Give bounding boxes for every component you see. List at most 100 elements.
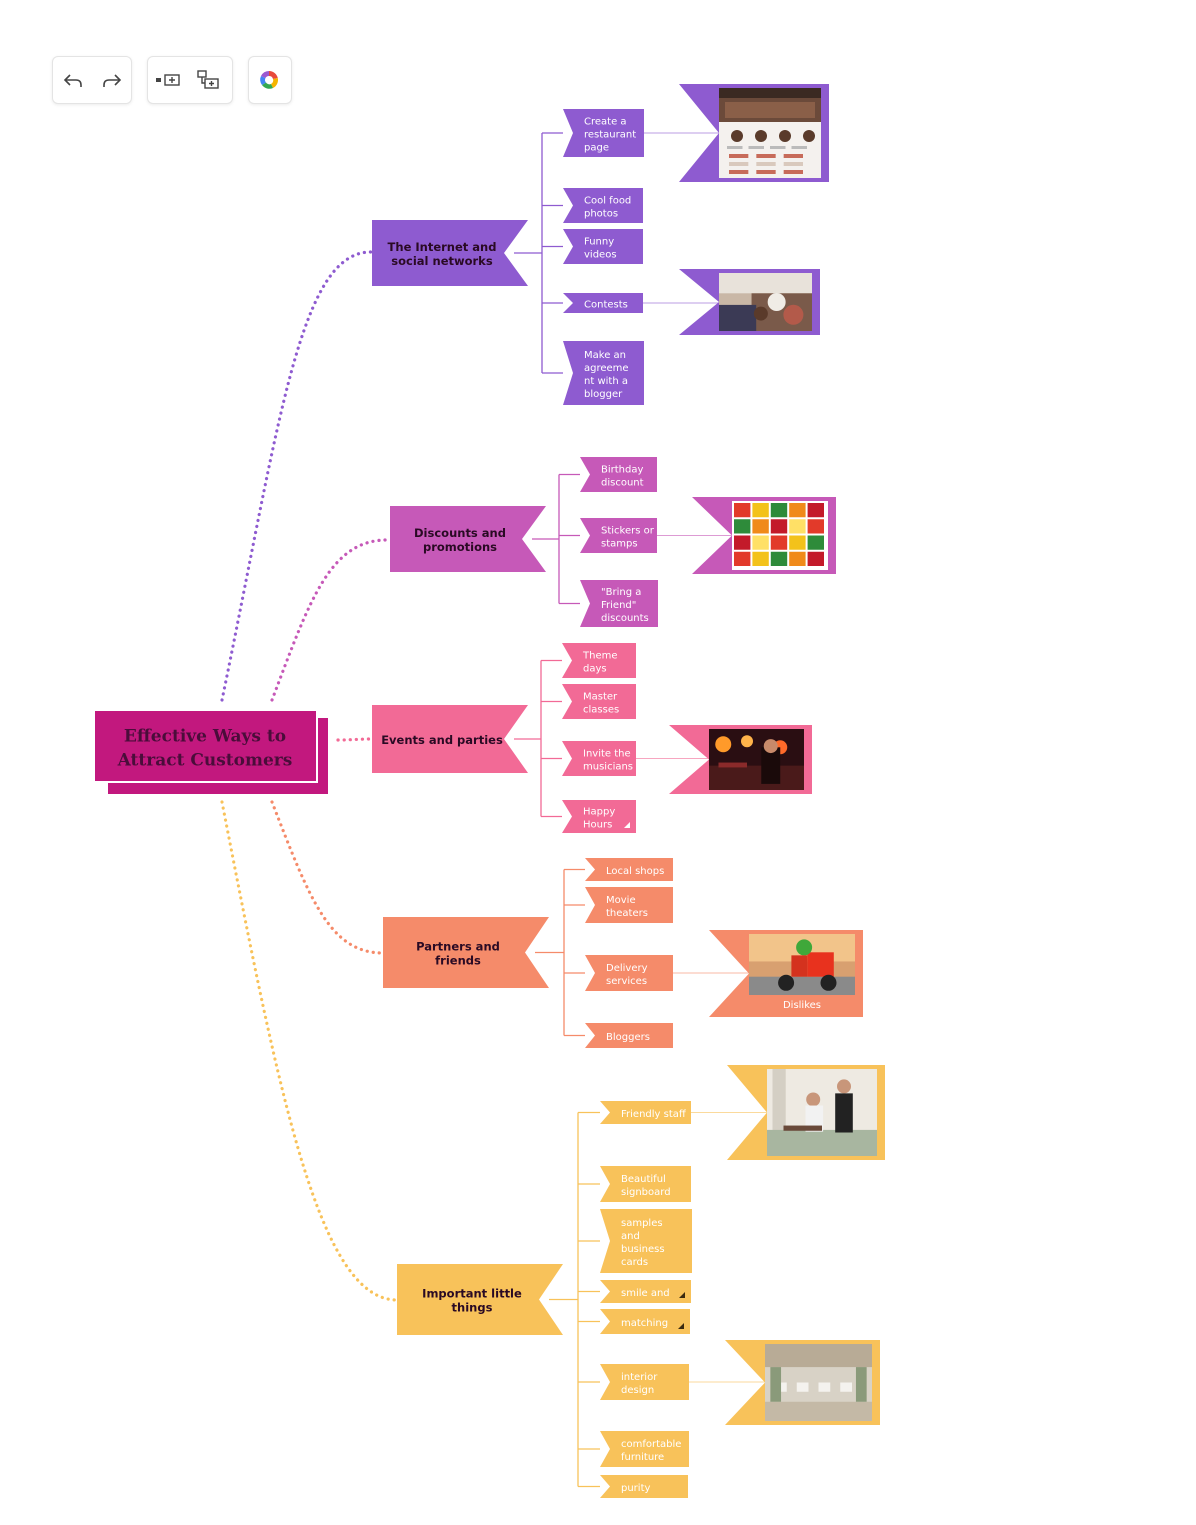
topic-label-line: photos [584,209,618,220]
subtopic[interactable]: Contests [563,293,643,313]
picture-shape [729,162,749,166]
topic-label: Bloggers [606,1032,650,1043]
picture-shape [783,1125,822,1131]
image-topic[interactable] [692,497,836,574]
subtopic-shape [600,1431,689,1467]
add-sibling-topic-button[interactable] [148,57,188,103]
picture-shape [807,551,824,566]
subtopic[interactable]: smile and [600,1280,691,1303]
picture-shape [734,503,751,518]
topic-label: Local shops [606,866,664,877]
topic-label-line: Make an [584,350,626,361]
subtopic-shape [600,1209,692,1273]
theme-toolbar [248,56,292,104]
subtopic[interactable]: Friendly staff [600,1101,691,1124]
picture-shape [770,1367,782,1402]
picture-shape [806,1092,821,1107]
undo-button[interactable] [53,57,92,103]
picture-shape [820,974,837,991]
picture-shape [719,273,812,294]
topic-label-line: theaters [606,908,648,919]
topic-label-line: Effective Ways to [124,726,286,746]
picture-shape [796,939,813,956]
branch-connector [270,800,385,955]
subtopic-shape [563,229,643,264]
collapsed-indicator-icon[interactable] [624,822,630,828]
picture-shape [805,1105,824,1132]
topic-label-line: furniture [621,1452,664,1463]
topic-label-line: design [621,1385,654,1396]
topic-label-line: blogger [584,389,623,400]
picture-shape [770,146,786,149]
picture-shape [753,306,768,321]
picture-shape [807,503,824,518]
image-topic[interactable] [679,269,820,335]
topic-label-line: Contests [584,300,628,311]
topic-label-line: Stickers or [601,526,655,537]
subtopic-shape [585,887,673,923]
topic-shape [372,220,528,286]
topic-label: matching [621,1318,668,1329]
subtopic[interactable]: Local shops [585,858,673,881]
topic-label-line: agreeme [584,363,629,374]
bar-musician-photo [709,729,804,790]
theme-color-button[interactable] [249,57,289,103]
topic-label-line: signboard [621,1187,671,1198]
picture-shape [855,1367,867,1402]
topic-events[interactable]: Events and parties [372,705,528,773]
picture-shape [765,1344,872,1368]
subtopic[interactable]: interior design [600,1364,689,1400]
topic-label-line: Create a [584,117,627,128]
redo-button[interactable] [92,57,131,103]
image-topic[interactable] [727,1065,885,1160]
picture-shape [770,535,788,550]
picture-shape [840,1382,852,1392]
topic-label-line: smile and [621,1288,670,1299]
topic-label-line: and [621,1231,640,1242]
subtopic[interactable]: Bloggers [585,1023,673,1048]
collapsed-indicator-icon[interactable] [679,1292,685,1298]
image-topic[interactable] [679,84,829,182]
topic-toolbar [147,56,233,104]
picture-shape [756,170,776,174]
subtopic-shape [562,741,636,776]
subtopic[interactable]: purity [600,1475,688,1498]
topic-label-line: Delivery [606,963,648,974]
add-child-topic-button[interactable] [188,57,228,103]
topic-label-line: interior [621,1372,658,1383]
topic-label-line: things [452,1300,493,1314]
picture-shape [749,976,855,995]
theme-color-icon [260,70,279,89]
subtopic[interactable]: matching [600,1309,690,1334]
collapsed-indicator-icon[interactable] [678,1323,684,1329]
picture-shape [837,1079,851,1094]
picture-shape [752,503,769,518]
image-topic[interactable] [725,1340,880,1425]
image-topic[interactable] [669,725,812,794]
image-topic[interactable]: Dislikes [709,930,863,1017]
